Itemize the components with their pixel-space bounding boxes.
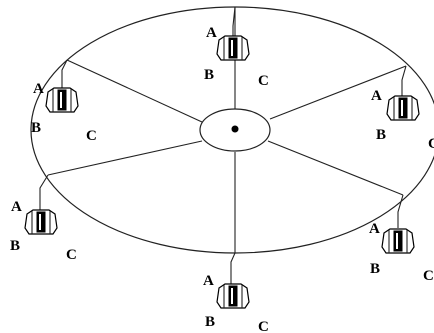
unit-lower-left-label-a: A — [11, 199, 22, 215]
unit-bottom-cable — [230, 252, 236, 284]
unit-lower-right-label-c: C — [423, 268, 434, 284]
unit-lower-left-cable — [39, 174, 49, 210]
spoke-lower-right — [267, 140, 404, 196]
unit-upper-left-cable — [61, 59, 68, 88]
unit-lower-right-label-a: A — [369, 221, 380, 237]
unit-bottom-label-c: C — [258, 319, 269, 333]
unit-bottom: A B C — [203, 252, 269, 333]
spoke-lower-left — [47, 140, 203, 176]
spoke-upper-left — [66, 59, 203, 123]
unit-lower-right-device — [381, 228, 415, 254]
unit-lower-left-label-b: B — [10, 238, 20, 254]
unit-lower-left: A B C — [10, 174, 77, 263]
unit-upper-left-label-a: A — [33, 81, 44, 97]
unit-bottom-device — [216, 283, 250, 309]
unit-upper-right-cable — [401, 65, 407, 96]
unit-lower-right: A B C — [369, 194, 434, 284]
unit-upper-left-label-c: C — [86, 128, 97, 144]
unit-upper-left-label-b: B — [31, 120, 41, 136]
unit-top-cable — [232, 6, 236, 40]
unit-lower-left-device — [24, 209, 58, 235]
unit-upper-left: A B C — [31, 59, 97, 144]
unit-upper-right-label-c: C — [428, 136, 434, 152]
unit-lower-left-label-c: C — [66, 247, 77, 263]
unit-lower-right-label-b: B — [370, 261, 380, 277]
unit-top: A B C — [204, 6, 269, 89]
unit-upper-right-label-b: B — [376, 127, 386, 143]
unit-upper-right: A B C — [371, 65, 434, 152]
spokes — [47, 7, 407, 253]
unit-bottom-label-a: A — [203, 273, 214, 289]
unit-upper-left-device — [45, 87, 79, 113]
unit-top-device — [216, 35, 250, 61]
unit-top-label-a: A — [206, 25, 217, 41]
unit-top-label-b: B — [204, 67, 214, 83]
unit-lower-right-cable — [397, 194, 404, 228]
unit-bottom-label-b: B — [205, 314, 215, 330]
spoke-upper-right — [269, 65, 407, 120]
unit-top-label-c: C — [258, 73, 269, 89]
unit-upper-right-label-a: A — [371, 88, 382, 104]
center-dot — [231, 125, 239, 133]
unit-upper-right-device — [386, 95, 420, 121]
